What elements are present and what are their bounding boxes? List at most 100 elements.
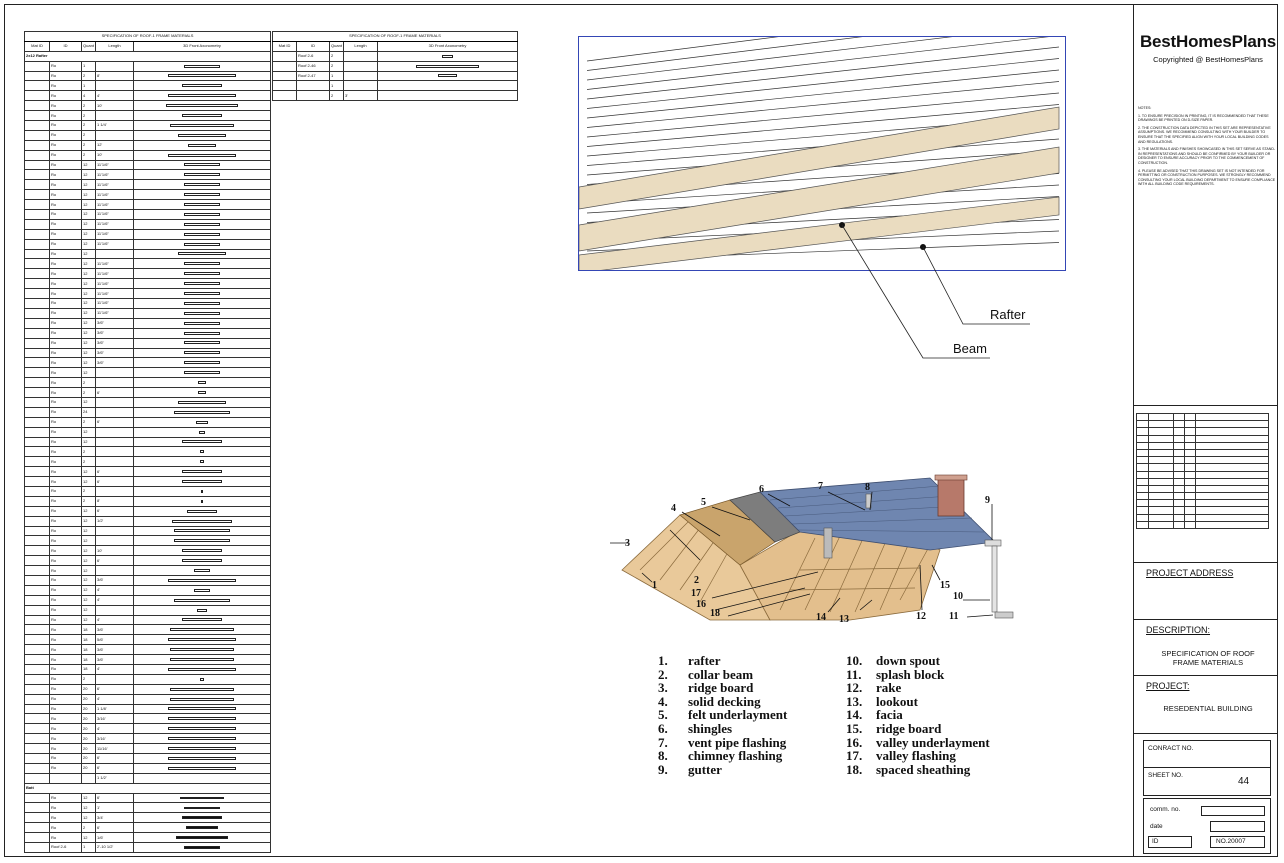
member-bar: [180, 796, 224, 800]
id-value: NO.20007: [1216, 838, 1246, 845]
table-cell: 8': [95, 70, 134, 82]
sheet-border: [4, 4, 1278, 857]
table-cell: Ro: [49, 664, 82, 675]
axonometry-cell: [132, 70, 272, 82]
table-cell: 10': [95, 100, 134, 112]
table-cell: 18: [81, 634, 96, 646]
table-cell: [24, 169, 50, 181]
table-cell: Ro: [49, 149, 82, 161]
table-cell: 6': [95, 683, 134, 695]
table-cell: [95, 60, 134, 72]
table-cell: [24, 644, 50, 656]
axonometry-cell: [132, 100, 272, 112]
table-cell: Ro: [49, 812, 82, 824]
table-cell: [24, 357, 50, 369]
axonometry-cell: [132, 159, 272, 171]
table-cell: 12: [81, 268, 96, 280]
spec-table-left: SPECIFICATION OF ROOF-1 FRAME MATERIALS …: [23, 31, 272, 853]
table-cell: 5/6': [95, 634, 134, 646]
member-bar: [197, 608, 207, 612]
table-cell: 2: [81, 387, 96, 398]
table-cell: [24, 387, 50, 398]
table-cell: [95, 426, 134, 438]
table-cell: [24, 317, 50, 329]
table-cell: [24, 693, 50, 705]
table-cell: [24, 100, 50, 112]
brand-logo-text: BestHomesPlans: [1139, 32, 1277, 51]
table-cell: Ro: [49, 515, 82, 527]
table-cell: [95, 485, 134, 497]
table-cell: 12: [81, 525, 96, 537]
legend-item: 11.splash block: [846, 666, 945, 682]
table-cell: [24, 268, 50, 280]
axonometry-cell: [376, 80, 519, 92]
table-cell: [24, 772, 50, 784]
table-cell: [24, 60, 50, 72]
table-cell: 12: [81, 327, 96, 339]
table-cell: Ro: [49, 129, 82, 141]
member-bar: [174, 598, 230, 602]
contract-label: CONRACT NO.: [1148, 745, 1194, 752]
table-cell: Ro: [49, 90, 82, 102]
axonometry-cell: [132, 189, 272, 201]
member-bar: [182, 470, 222, 474]
table-cell: [24, 396, 50, 408]
member-bar: [442, 54, 453, 58]
table-cell: 10': [95, 149, 134, 161]
sheet-label: SHEET NO.: [1148, 772, 1183, 779]
anatomy-number: 10: [953, 591, 963, 602]
member-bar: [182, 84, 222, 88]
table-cell: 1: [329, 70, 344, 82]
table-cell: 11'1/6": [95, 278, 134, 290]
table-cell: 12: [81, 307, 96, 319]
table-cell: [24, 753, 50, 764]
table-cell: 1: [81, 80, 96, 92]
axonometry-cell: [132, 495, 272, 507]
table-cell: [24, 842, 50, 853]
member-bar: [184, 262, 220, 266]
spec-left-group-batt: Batt: [23, 782, 272, 794]
table-cell: Ro: [49, 555, 82, 567]
table-cell: Ro: [49, 317, 82, 329]
legend-item: 12.rake: [846, 680, 902, 696]
member-bar: [170, 657, 234, 661]
table-cell: [24, 149, 50, 161]
axonometry-cell: [132, 120, 272, 131]
member-bar: [170, 697, 234, 701]
table-cell: 24: [81, 406, 96, 418]
axonometry-cell: [132, 298, 272, 309]
axonometry-cell: [132, 693, 272, 705]
legend-item: 13.lookout: [846, 693, 918, 709]
table-cell: Ro: [49, 218, 82, 230]
table-cell: 18: [81, 664, 96, 675]
sheet-number: 44: [1238, 776, 1250, 787]
table-cell: 6': [95, 505, 134, 517]
table-cell: [24, 298, 50, 309]
legend-item: 3.ridge board: [658, 680, 754, 696]
table-cell: 6': [95, 387, 134, 398]
table-cell: [296, 80, 330, 92]
table-cell: Ro: [49, 100, 82, 112]
table-cell: Ro: [49, 683, 82, 695]
table-cell: Ro: [49, 60, 82, 72]
table-cell: [81, 772, 96, 784]
table-cell: 11'1/6": [95, 189, 134, 201]
table-cell: [24, 307, 50, 319]
